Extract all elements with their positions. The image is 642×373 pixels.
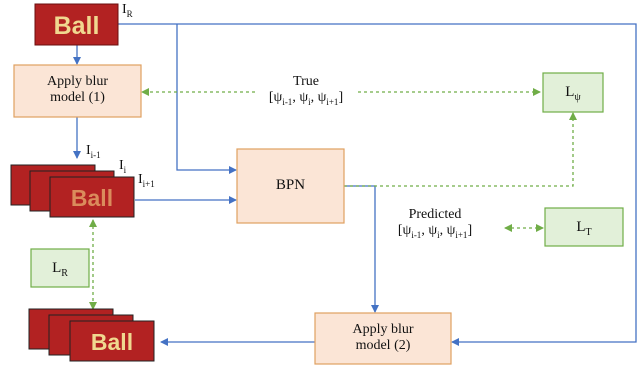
bpn-label: BPN bbox=[275, 177, 306, 193]
true-params-label: True [ψi-1, ψi, ψi+1] bbox=[268, 74, 344, 107]
label-i-cur: Ii bbox=[119, 158, 127, 175]
loss-t-box bbox=[544, 207, 624, 247]
loss-psi-box bbox=[542, 72, 604, 113]
loss-r-label: LR bbox=[52, 260, 68, 279]
blur-model-1-box bbox=[13, 64, 142, 118]
dashed-bpn-to-lpsi bbox=[344, 112, 577, 187]
output-frames-stack: Ball Ball Ball bbox=[28, 308, 155, 362]
input-image-ir: Ball bbox=[34, 3, 119, 46]
loss-t-label: LT bbox=[576, 219, 592, 238]
blur-model-2-label: Apply blur model (2) bbox=[352, 322, 414, 353]
arrow-bpn-to-blur2 bbox=[344, 185, 379, 313]
label-i-next: Ii+1 bbox=[138, 172, 155, 189]
svg-text:Ball: Ball bbox=[91, 329, 133, 355]
blur-model-2-box bbox=[314, 312, 452, 365]
loss-psi-label: Lψ bbox=[565, 84, 581, 103]
svg-text:Ball: Ball bbox=[71, 185, 113, 211]
bpn-box bbox=[236, 148, 345, 224]
blur-model-1-label: Apply blur model (1) bbox=[46, 74, 109, 105]
image-label: Ball bbox=[54, 12, 100, 40]
label-i-prev: Ii-1 bbox=[86, 143, 101, 160]
line-ir-top bbox=[118, 23, 637, 346]
arrow-ir-to-bpn bbox=[176, 24, 237, 174]
label-i-r: IR bbox=[122, 2, 133, 19]
predicted-params-label: Predicted [ψi-1, ψi, ψi+1] bbox=[397, 207, 473, 240]
loss-r-box bbox=[30, 248, 90, 288]
blurred-frames-stack: Ball Ball Ball bbox=[10, 164, 135, 218]
